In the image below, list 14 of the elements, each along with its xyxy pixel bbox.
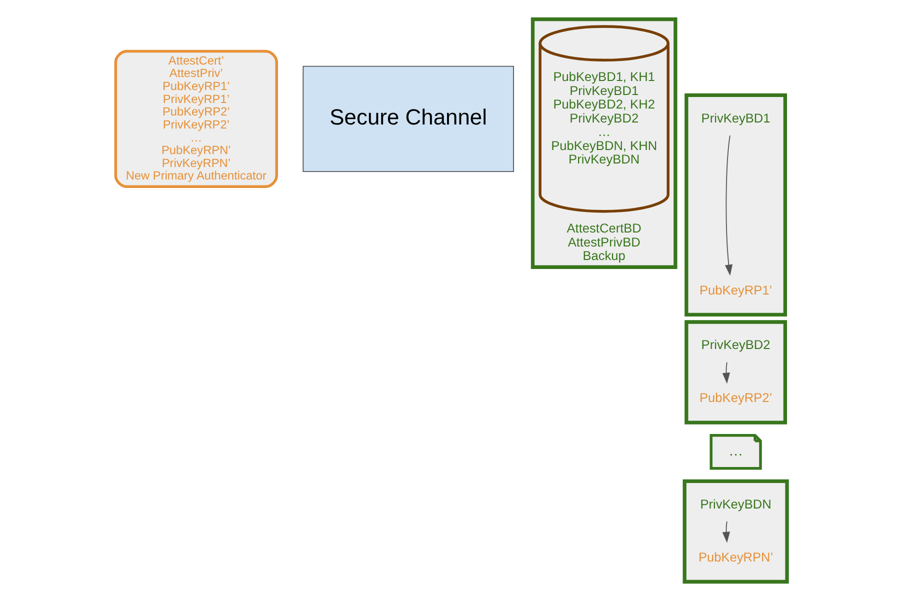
cluster [682,479,789,584]
node-text: PubKeyRPN’ [698,549,774,564]
node-text: PubKeyRP1’ [700,282,772,298]
node-text: PrivKeyBD1 [701,110,770,126]
cluster [684,93,788,316]
cluster [684,320,788,424]
node-box: AttestCert’ AttestPriv’ PubKeyRP1’ PrivKeyRP1’ PubKeyRP2’ PrivKeyRP2’ … PubKeyRPN’ PrivKeyRPN’ New Primary Authenticator [114,50,278,188]
arrow [724,135,733,276]
node-text: PubKeyRP2’ [700,390,772,406]
arrow [722,521,730,543]
node-text: PrivKeyBD2 [701,337,770,352]
node-text: PrivKeyBDN [700,496,772,512]
node-box: Secure Channel [302,66,514,172]
arrow [722,362,730,384]
